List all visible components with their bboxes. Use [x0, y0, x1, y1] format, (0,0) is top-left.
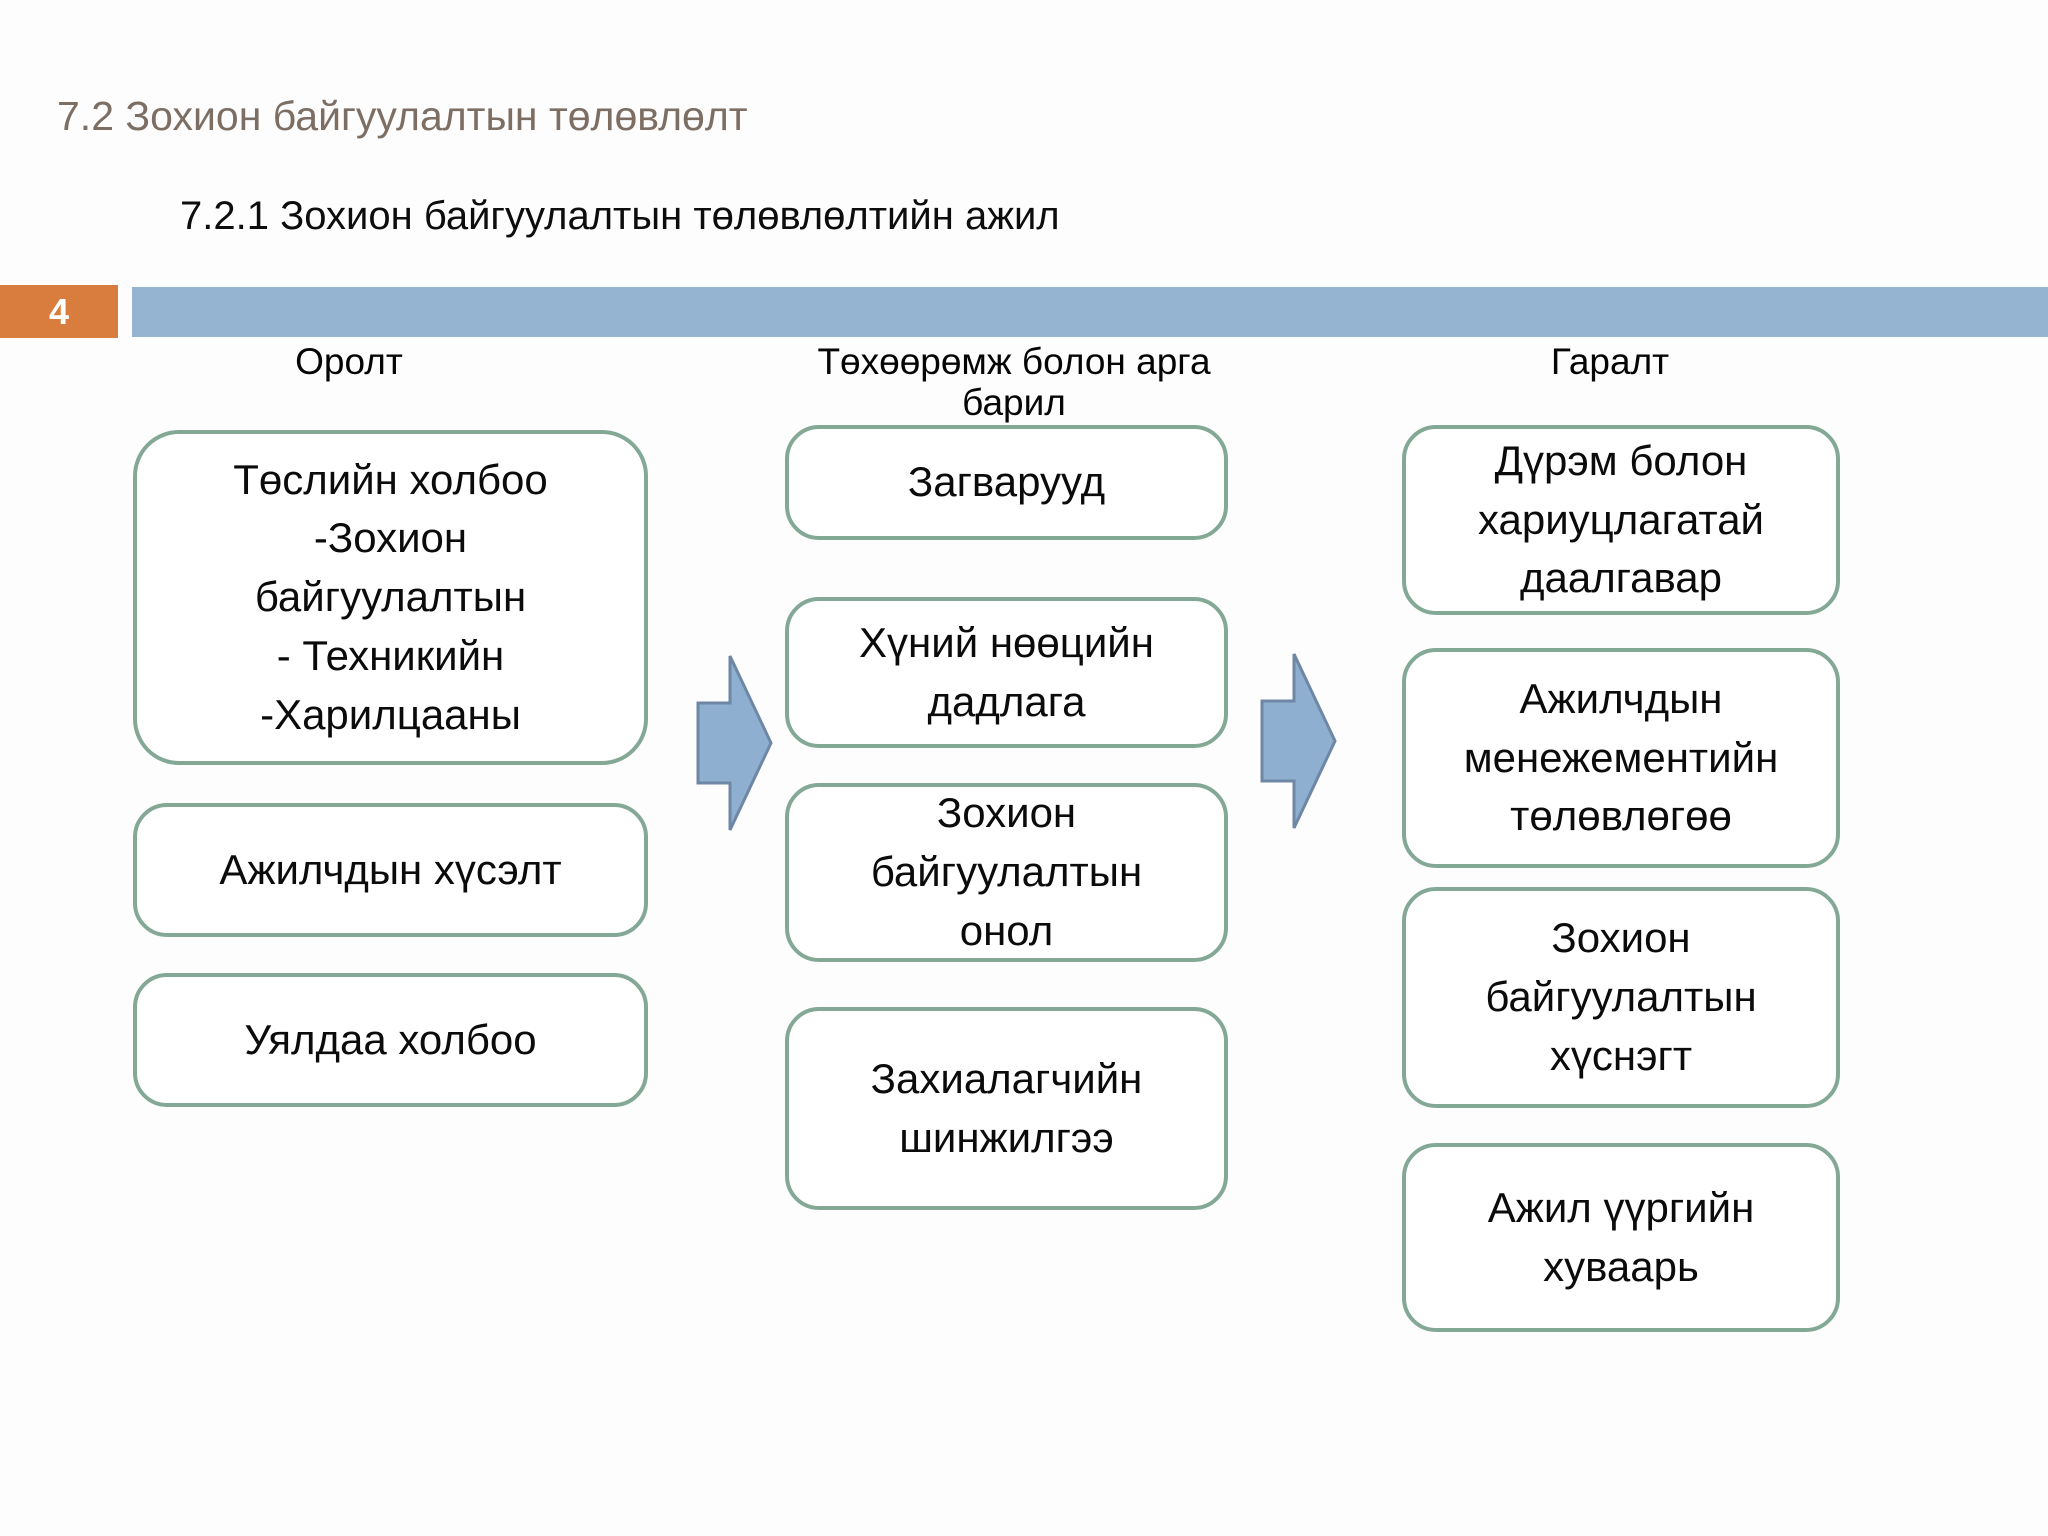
diagram-box-text: Уялдаа холбоо: [244, 1015, 537, 1063]
diagram-box-input-1: Төслийн холбоо -Зохион байгуулалтын - Те…: [133, 430, 648, 765]
column-header-input: Оролт: [295, 341, 403, 382]
diagram-box-output-3: Зохион байгуулалтын хүснэгт: [1402, 887, 1840, 1108]
header-bar: [132, 287, 2048, 337]
column-header-tools: Төхөөрөмж болон арга барил: [817, 341, 1211, 423]
column-header-output: Гаралт: [1550, 341, 1670, 382]
page-title: 7.2 Зохион байгуулалтын төлөвлөлт: [57, 93, 748, 139]
right-arrow-icon: [696, 655, 773, 831]
diagram-box-output-4: Ажил үүргийн хуваарь: [1402, 1143, 1840, 1332]
diagram-box-tools-2: Хүний нөөцийн дадлага: [785, 597, 1228, 748]
page-number-badge: 4: [0, 285, 118, 338]
diagram-box-text: Зохион байгуулалтын хүснэгт: [1485, 914, 1757, 1079]
diagram-box-tools-3: Зохион байгуулалтын онол: [785, 783, 1228, 962]
diagram-box-text: Захиалагчийн шинжилгээ: [870, 1054, 1143, 1161]
diagram-box-tools-4: Захиалагчийн шинжилгээ: [785, 1007, 1228, 1210]
diagram-box-input-2: Ажилчдын хүсэлт: [133, 803, 648, 937]
right-arrow-icon: [1260, 653, 1337, 829]
page-number: 4: [48, 290, 70, 332]
diagram-box-text: Загварууд: [907, 458, 1106, 506]
diagram-box-text: Хүний нөөцийн дадлага: [859, 618, 1154, 725]
diagram-box-tools-1: Загварууд: [785, 425, 1228, 540]
diagram-box-input-3: Уялдаа холбоо: [133, 973, 648, 1107]
diagram-box-text: Ажил үүргийн хуваарь: [1487, 1183, 1755, 1290]
diagram-box-text: Зохион байгуулалтын онол: [870, 789, 1143, 954]
diagram-box-output-1: Дүрэм болон хариуцлагатай даалгавар: [1402, 425, 1840, 615]
section-subtitle: 7.2.1 Зохион байгуулалтын төлөвлөлтийн а…: [180, 194, 1060, 238]
diagram-box-output-2: Ажилчдын менежементийн төлөвлөгөө: [1402, 648, 1840, 868]
diagram-box-text: Ажилчдын хүсэлт: [219, 845, 562, 893]
diagram-box-text: Төслийн холбоо -Зохион байгуулалтын - Те…: [233, 455, 548, 738]
diagram-box-text: Дүрэм болон хариуцлагатай даалгавар: [1477, 436, 1765, 602]
diagram-box-text: Ажилчдын менежементийн төлөвлөгөө: [1463, 674, 1779, 840]
